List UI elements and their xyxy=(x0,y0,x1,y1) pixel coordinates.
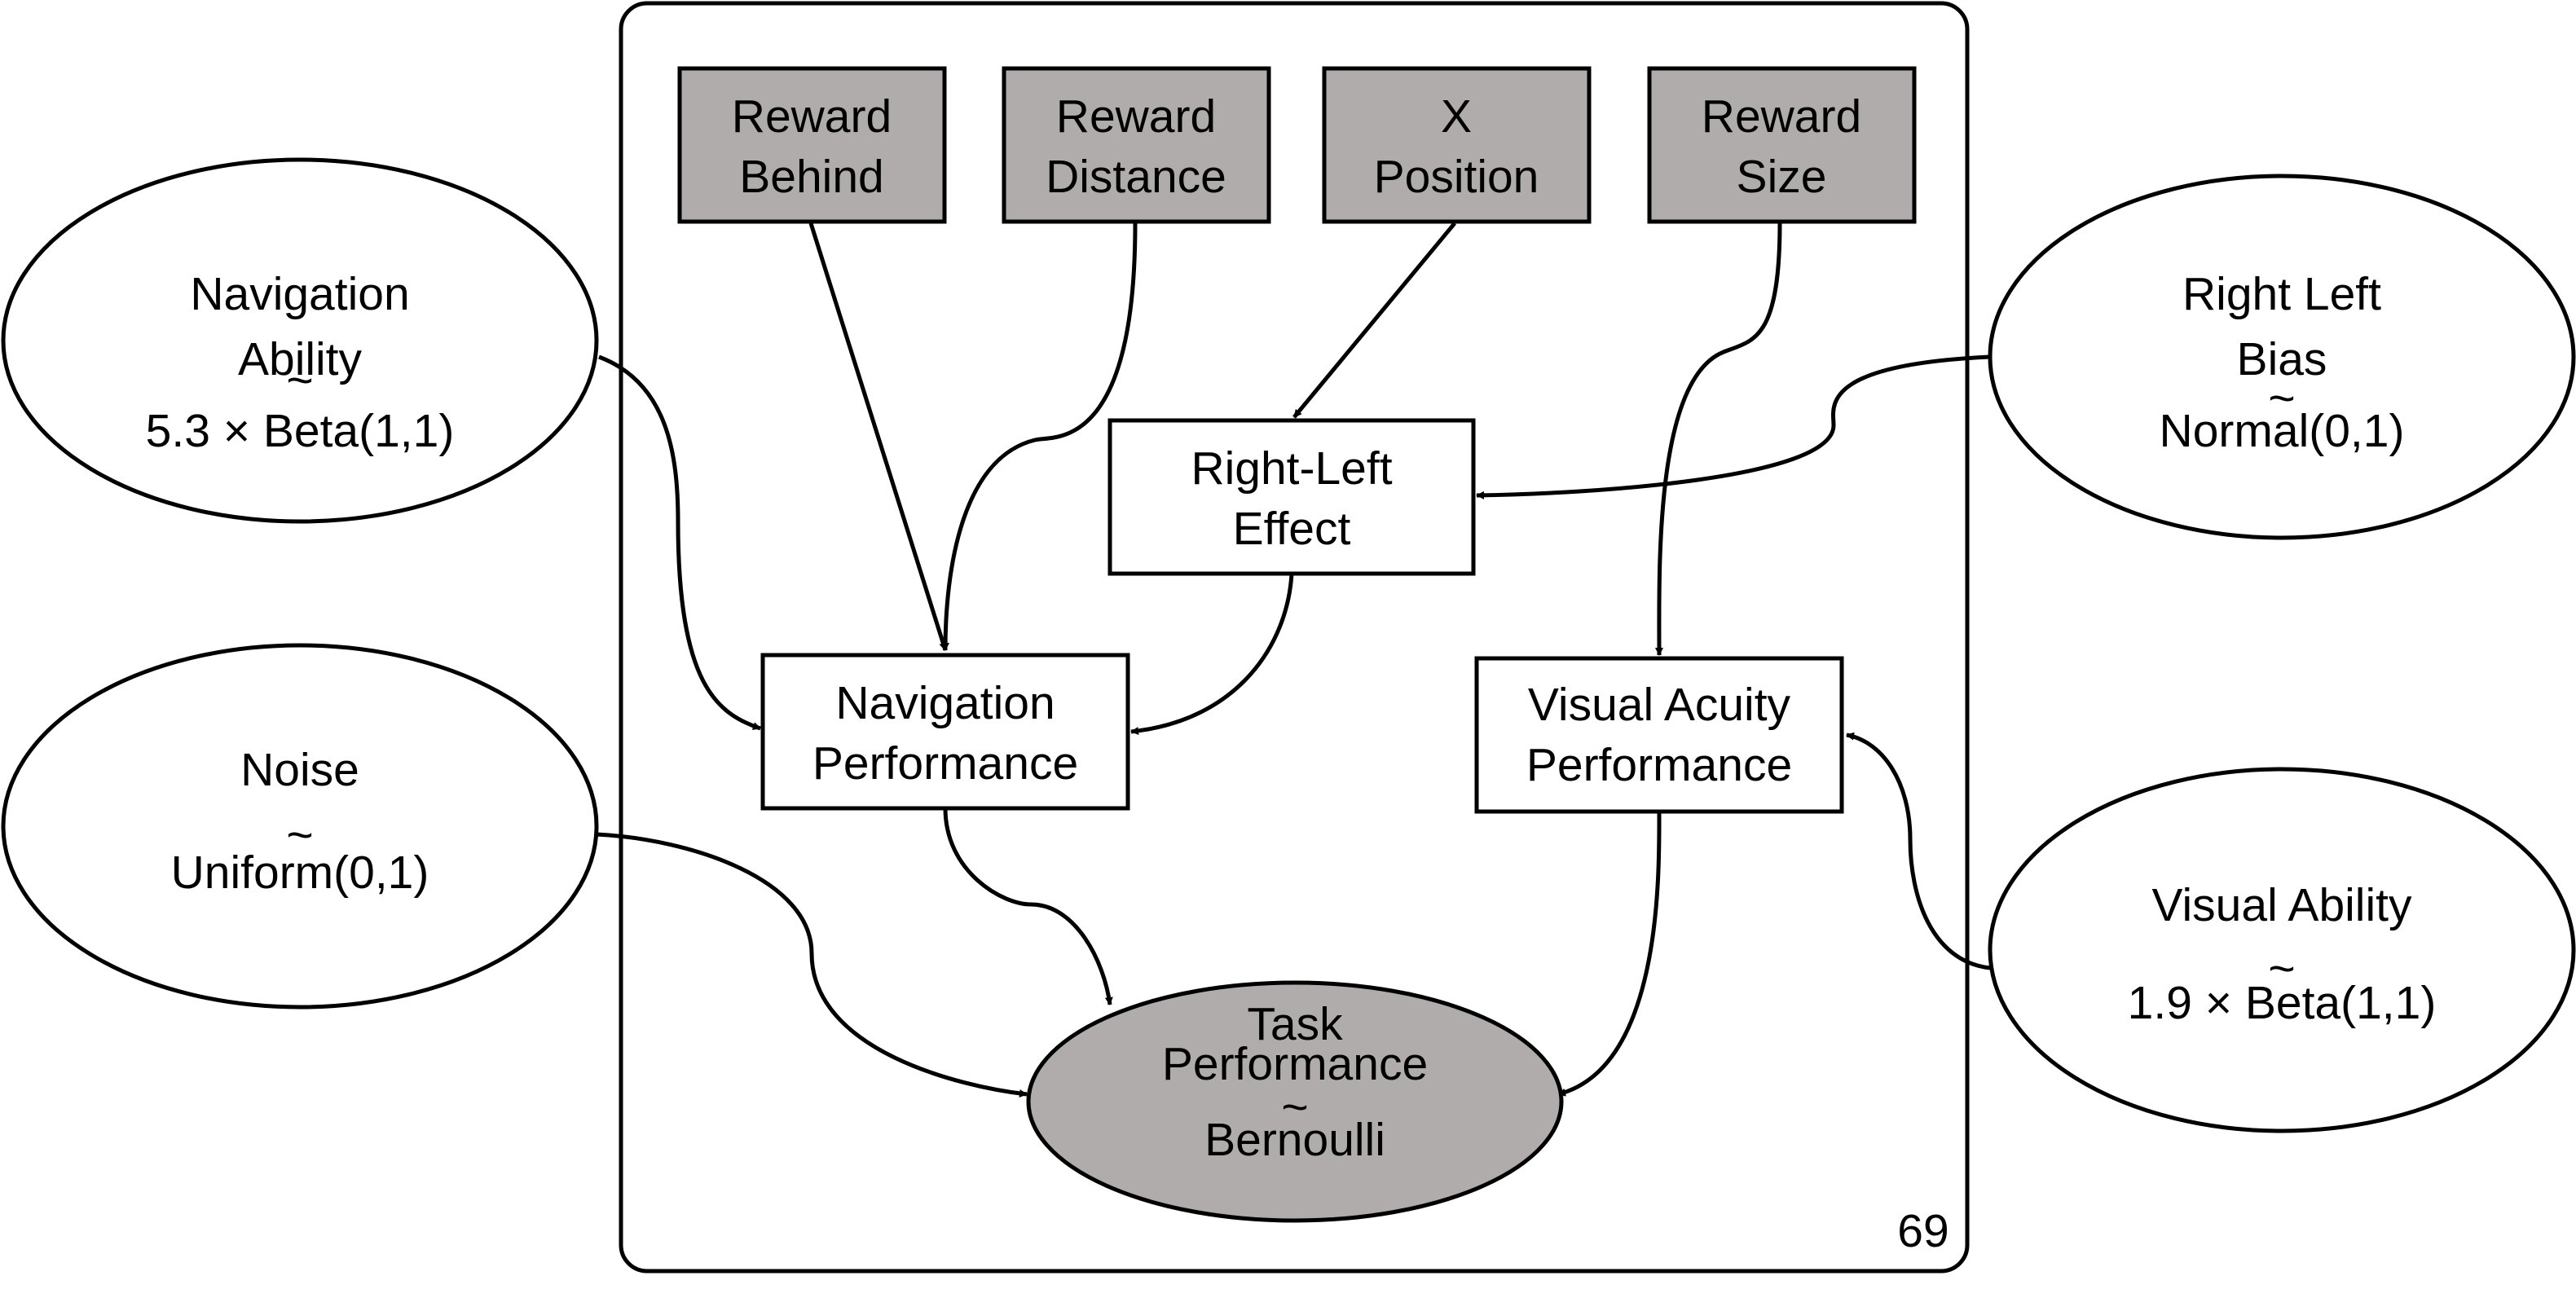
edge-reward-distance-to-navigation-performance xyxy=(941,222,1138,651)
node-label-line: X xyxy=(1441,90,1472,143)
edge-right-left-effect-to-navigation-performance xyxy=(1130,573,1294,736)
node-label-line: Ability xyxy=(238,333,363,385)
node-label-line: Reward xyxy=(1702,90,1861,143)
node-label-line: Normal(0,1) xyxy=(2160,405,2405,457)
node-navigation-performance: Navigation Performance xyxy=(760,653,1130,811)
edge-navigation-ability-to-navigation-performance xyxy=(598,354,761,731)
edge-x-position-to-right-left-effect xyxy=(1292,222,1456,419)
edges xyxy=(596,222,1991,1098)
edge-visual-ability-to-visual-acuity-performance xyxy=(1846,732,1991,970)
node-navigation-ability: Navigation Ability ~ 5.3 × Beta(1,1) xyxy=(1,157,599,524)
node-label-line: Distance xyxy=(1046,151,1226,203)
node-label-line: ~ xyxy=(1281,1081,1308,1133)
node-label-line: Navigation xyxy=(190,268,409,320)
edge-visual-acuity-performance-to-task-performance xyxy=(1557,811,1662,1097)
node-reward-size: Reward Size xyxy=(1647,66,1917,224)
node-label-line: Task xyxy=(1247,998,1343,1050)
edge-noise-to-task-performance xyxy=(596,832,1028,1098)
node-label-line: Size xyxy=(1737,151,1827,203)
node-label-line: Bernoulli xyxy=(1204,1114,1385,1166)
node-label-line: Right-Left xyxy=(1191,442,1392,495)
node-label-line: Performance xyxy=(1162,1038,1428,1090)
tilde-symbol: ~ xyxy=(2268,943,2295,995)
edge-right-left-bias-to-right-left-effect xyxy=(1476,354,1991,499)
node-reward-behind: Reward Behind xyxy=(677,66,947,224)
node-label-line: Performance xyxy=(812,737,1078,790)
tilde-symbol: ~ xyxy=(286,354,313,407)
node-label-line: 1.9 × Beta(1,1) xyxy=(2128,977,2437,1029)
node-label-line: Visual Acuity xyxy=(1528,679,1791,731)
node-task-performance: Task Performance ~ Bernoulli xyxy=(1026,980,1564,1223)
node-label-line: Navigation xyxy=(835,677,1055,729)
node-label-line: 5.3 × Beta(1,1) xyxy=(146,405,455,457)
node-label-line: Performance xyxy=(1526,739,1792,791)
node-right-left-effect: Right-Left Effect xyxy=(1107,418,1476,576)
node-label-line: Position xyxy=(1374,151,1539,203)
node-label-line: Effect xyxy=(1233,503,1351,555)
node-label-line: Noise xyxy=(240,744,359,796)
node-noise: Noise ~ Uniform(0,1) xyxy=(1,643,599,1010)
node-label-line: Bias xyxy=(2237,333,2327,385)
edge-navigation-performance-to-task-performance xyxy=(943,807,1113,1005)
node-label-line: Visual Ability xyxy=(2152,879,2412,931)
node-visual-acuity-performance: Visual Acuity Performance xyxy=(1474,656,1844,814)
node-x-position: X Position xyxy=(1322,66,1592,224)
node-label-line: Reward xyxy=(1056,90,1216,143)
edge-reward-behind-to-navigation-performance xyxy=(808,222,948,651)
node-reward-distance: Reward Distance xyxy=(1002,66,1271,224)
tilde-symbol: ~ xyxy=(2268,372,2295,425)
edge-reward-size-to-visual-acuity-performance xyxy=(1654,222,1782,656)
node-right-left-bias: Right Left Bias ~ Normal(0,1) xyxy=(1988,174,2576,540)
tilde-symbol: ~ xyxy=(286,809,313,861)
node-label-line: Uniform(0,1) xyxy=(171,847,429,899)
node-label-line: Right Left xyxy=(2182,268,2381,320)
node-label-line: Behind xyxy=(739,151,884,203)
node-label-line: Reward xyxy=(732,90,892,143)
plate: 69 xyxy=(619,1,1970,1274)
node-visual-ability: Visual Ability ~ 1.9 × Beta(1,1) xyxy=(1988,767,2576,1133)
plate-count: 69 xyxy=(1897,1205,1949,1257)
